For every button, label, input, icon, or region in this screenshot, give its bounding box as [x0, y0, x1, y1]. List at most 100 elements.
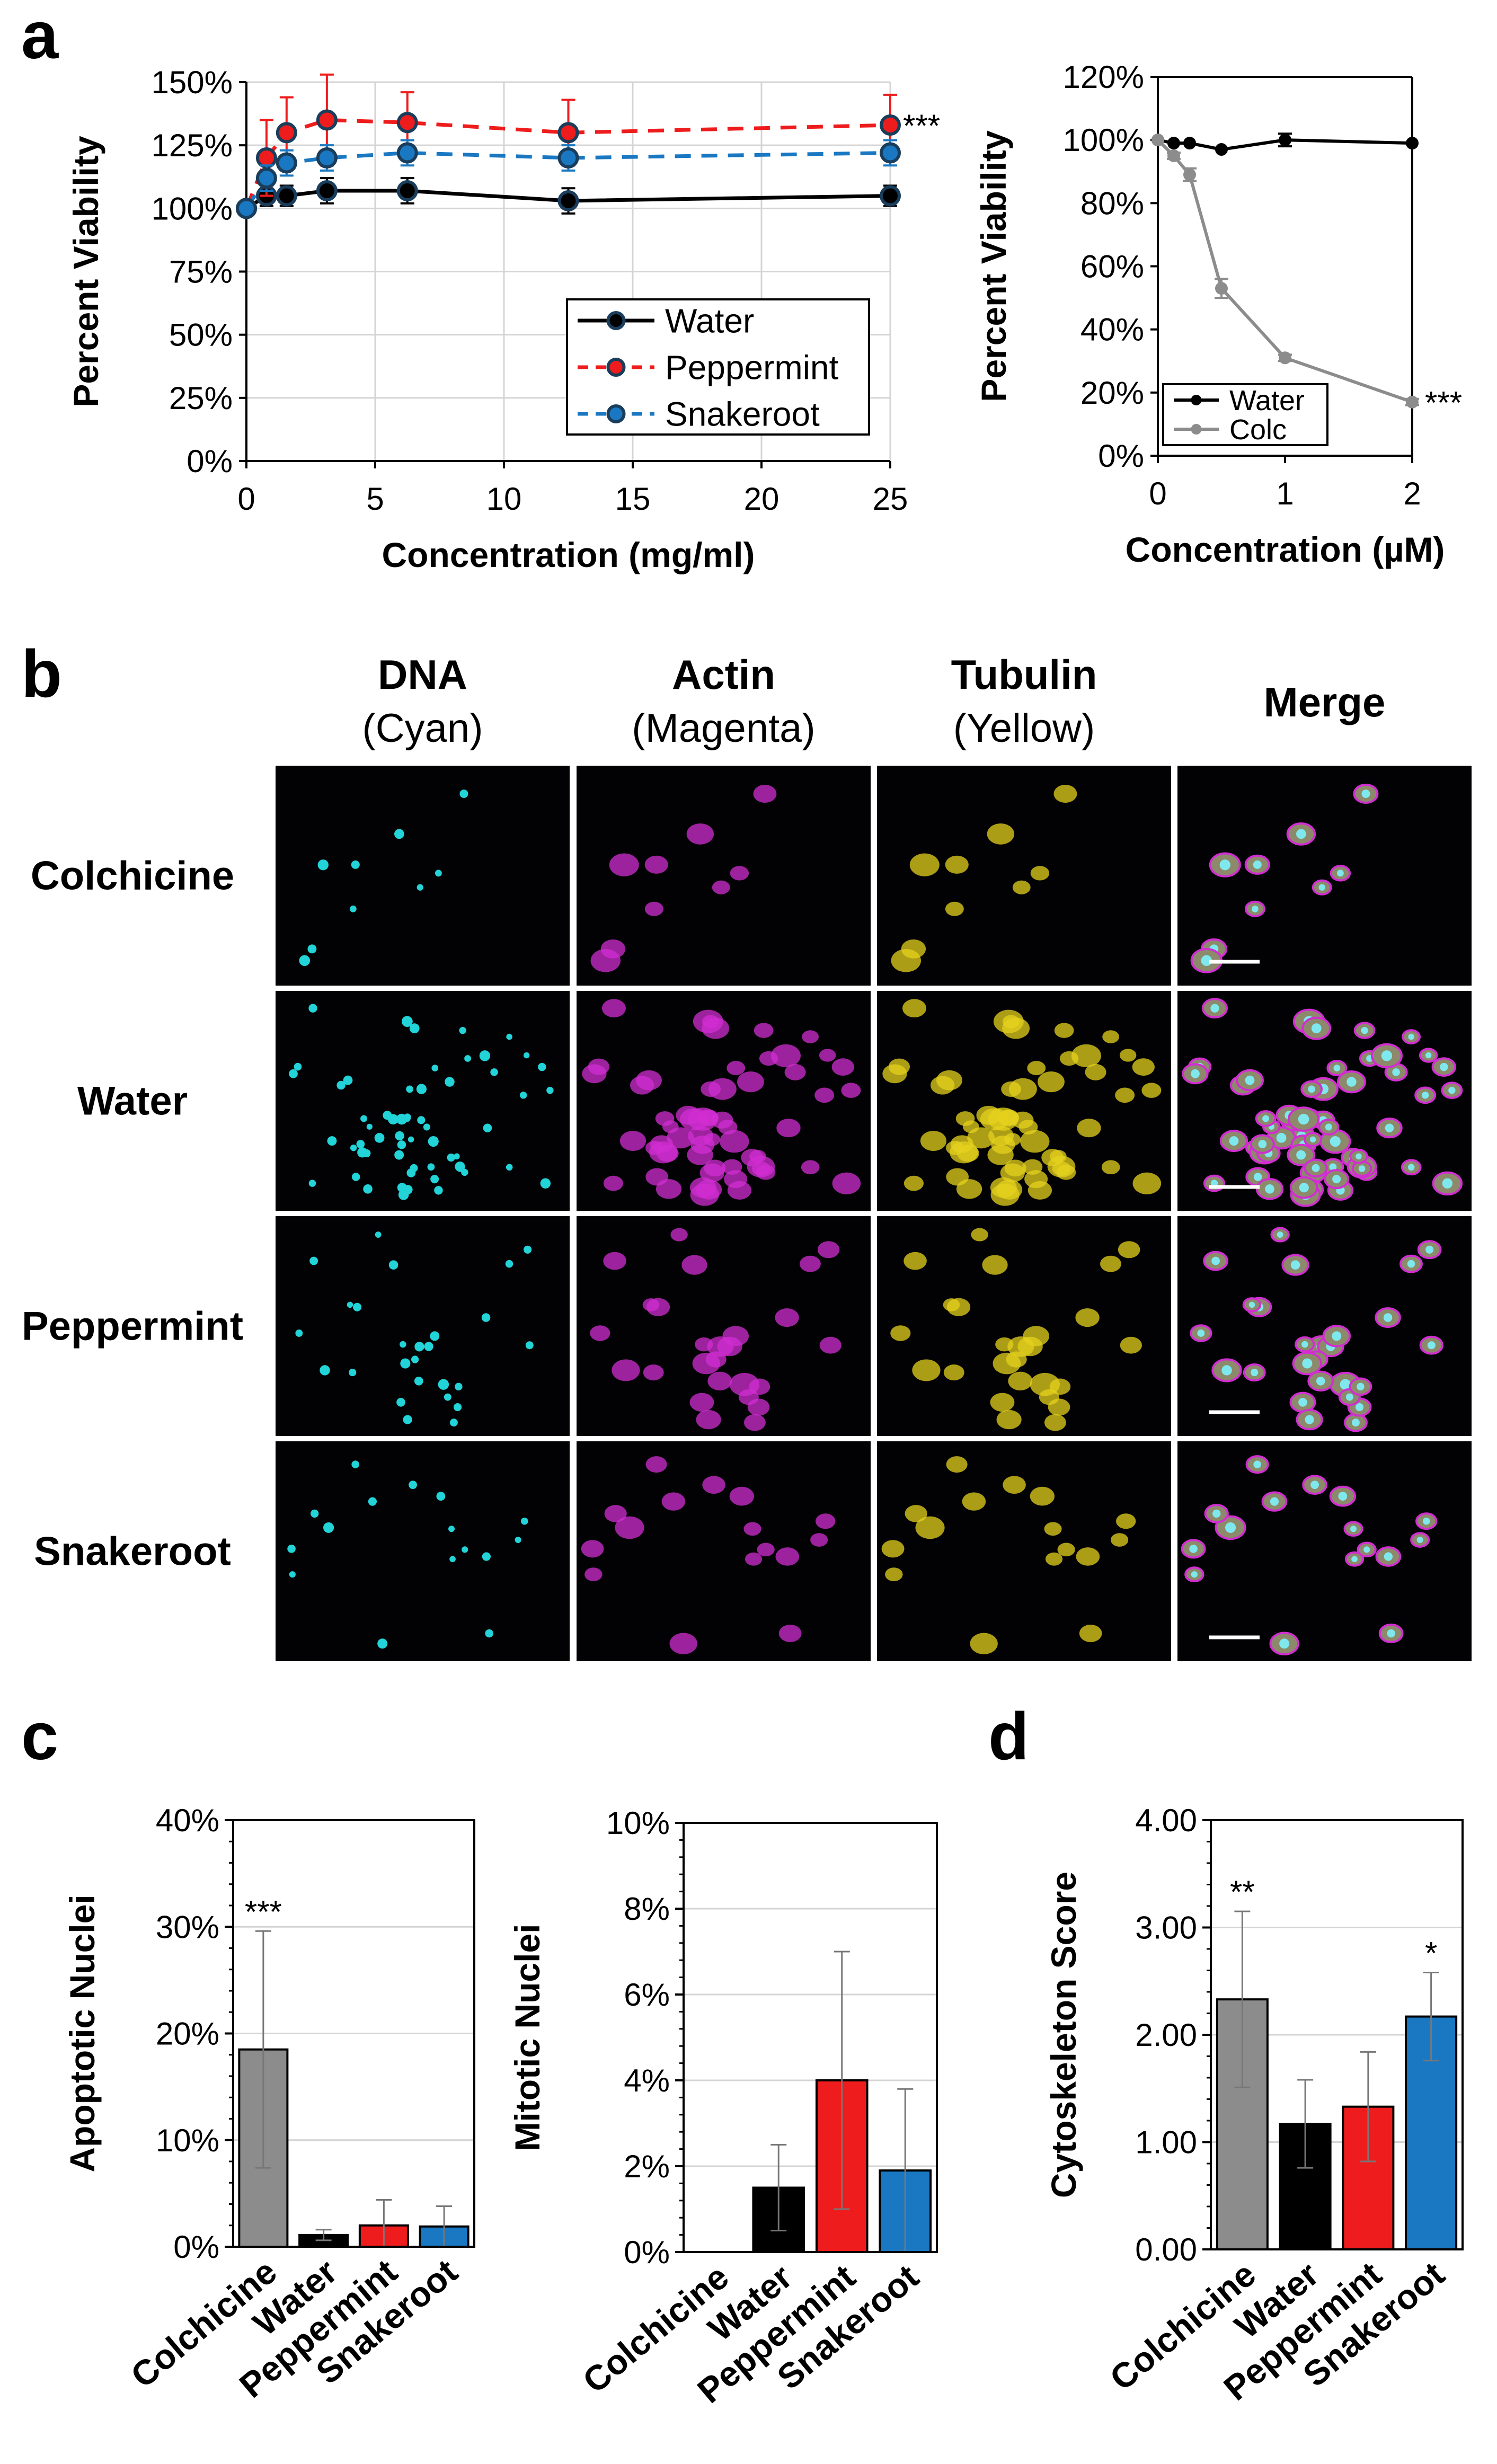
- chart-apoptotic-nuclei: 0%10%20%30%40%Apoptotic NucleiColchicine…: [63, 1803, 475, 2405]
- y-tick-label: 0.00: [1135, 2232, 1197, 2267]
- cell-mark: [819, 1336, 841, 1354]
- data-point-peppermint: [276, 122, 297, 144]
- nucleus-mark: [1325, 1123, 1332, 1131]
- cell-mark: [702, 1476, 725, 1494]
- nucleus-mark: [459, 1026, 466, 1034]
- cell-mark: [1077, 1119, 1101, 1138]
- data-point-colc: [1167, 149, 1180, 162]
- nucleus-mark: [1258, 1140, 1267, 1148]
- row-label-snakeroot: Snakeroot: [34, 1529, 231, 1574]
- nucleus-mark: [1191, 1069, 1200, 1078]
- nucleus-mark: [423, 1123, 430, 1131]
- nucleus-mark: [311, 1509, 319, 1518]
- nucleus-mark: [408, 1136, 414, 1143]
- cell-mark: [902, 999, 926, 1018]
- data-point-snakeroot: [236, 198, 257, 219]
- cell-mark: [695, 1337, 713, 1352]
- nucleus-mark: [395, 1131, 404, 1141]
- nucleus-mark: [350, 905, 357, 912]
- nucleus-mark: [1340, 1379, 1351, 1390]
- cell-mark: [936, 1070, 962, 1091]
- nucleus-mark: [356, 1140, 365, 1148]
- nucleus-mark: [1296, 1150, 1306, 1160]
- data-point-water: [276, 185, 297, 207]
- nucleus-mark: [431, 1065, 439, 1071]
- nucleus-mark: [436, 1492, 446, 1501]
- nucleus-mark: [1197, 1330, 1205, 1337]
- data-point-water: [1215, 143, 1228, 156]
- nucleus-mark: [428, 1136, 439, 1147]
- row-label-water: Water: [77, 1079, 188, 1124]
- nucleus-mark: [403, 1415, 412, 1424]
- nucleus-mark: [394, 829, 404, 839]
- cell-mark: [619, 1131, 646, 1151]
- cell-mark: [692, 1352, 721, 1375]
- nucleus-mark: [1221, 1365, 1232, 1376]
- cell-mark: [745, 1552, 763, 1566]
- cell-mark: [703, 1133, 721, 1146]
- row-label-colchicine: Colchicine: [31, 854, 234, 899]
- x-tick-label: 5: [366, 481, 384, 517]
- cell-mark: [604, 1505, 627, 1522]
- nucleus-mark: [409, 1023, 420, 1034]
- significance-marker: ***: [1425, 385, 1462, 421]
- nucleus-mark: [546, 1086, 554, 1094]
- nucleus-mark: [1299, 1183, 1309, 1193]
- cell-mark: [670, 1228, 688, 1242]
- y-tick-label: 2%: [624, 2149, 670, 2184]
- nucleus-mark: [481, 1313, 491, 1322]
- nucleus-mark: [1301, 1341, 1308, 1348]
- nucleus-mark: [456, 1165, 464, 1172]
- column-header-tubulin: Tubulin: [951, 651, 1097, 698]
- cell-mark: [890, 1325, 911, 1341]
- data-point-snakeroot: [557, 147, 579, 169]
- nucleus-mark: [402, 1016, 413, 1027]
- cell-mark: [970, 1633, 998, 1654]
- legend-swatch-marker: [606, 404, 626, 423]
- x-tick-label: 0: [237, 481, 255, 517]
- cell-mark: [971, 1228, 988, 1242]
- nucleus-mark: [308, 1004, 317, 1013]
- nucleus-mark: [1316, 1376, 1325, 1386]
- nucleus-mark: [1212, 1509, 1221, 1518]
- cell-mark: [687, 1107, 718, 1131]
- nucleus-mark: [438, 1379, 449, 1390]
- cell-mark: [1118, 1241, 1140, 1258]
- cell-mark: [582, 1064, 607, 1084]
- nucleus-mark: [294, 1062, 302, 1071]
- legend-label: Colc: [1229, 414, 1287, 446]
- cell-mark: [1076, 1547, 1100, 1566]
- nucleus-mark: [1384, 1552, 1393, 1561]
- plot-frame: [683, 1822, 938, 2253]
- nucleus-mark: [1332, 1331, 1342, 1341]
- micrograph-snakeroot-dna: [276, 1441, 570, 1661]
- nucleus-mark: [464, 1055, 471, 1062]
- y-axis-title: Mitotic Nuclei: [508, 1924, 547, 2151]
- nucleus-mark: [1211, 1256, 1220, 1265]
- cell-mark: [912, 1359, 941, 1381]
- cell-mark: [1111, 1533, 1129, 1547]
- cell-mark: [882, 1064, 907, 1084]
- data-point-snakeroot: [255, 167, 277, 189]
- nucleus-mark: [1277, 1231, 1283, 1238]
- nucleus-mark: [490, 1068, 498, 1076]
- cell-mark: [1132, 1058, 1155, 1076]
- y-tick-label: 40%: [1080, 312, 1144, 348]
- nucleus-mark: [1219, 859, 1230, 871]
- cell-mark: [754, 1023, 774, 1038]
- cell-mark: [1115, 1087, 1135, 1103]
- y-tick-label: 3.00: [1135, 1910, 1197, 1946]
- cell-mark: [995, 1337, 1014, 1352]
- nucleus-mark: [1383, 1313, 1393, 1322]
- cell-mark: [801, 1160, 820, 1175]
- nucleus-mark: [1308, 1085, 1315, 1093]
- data-point-water: [1167, 137, 1180, 150]
- cell-mark: [609, 853, 639, 876]
- cell-mark: [915, 1516, 945, 1539]
- nucleus-mark: [353, 1302, 362, 1311]
- nucleus-mark: [1253, 860, 1262, 869]
- cell-mark: [987, 823, 1015, 845]
- nucleus-mark: [1357, 1382, 1365, 1391]
- y-axis-title: Apoptotic Nuclei: [63, 1894, 102, 2172]
- cell-mark: [987, 1145, 1014, 1165]
